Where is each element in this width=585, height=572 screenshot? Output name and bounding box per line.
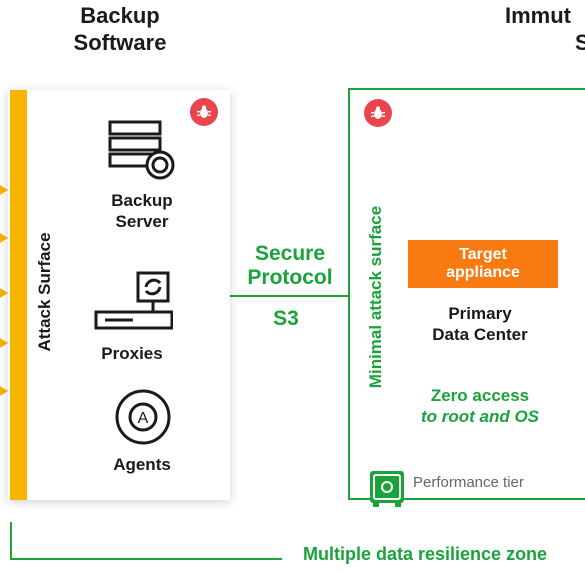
incoming-arrows bbox=[0, 185, 8, 396]
attack-surface-label: Attack Surface bbox=[35, 232, 54, 352]
proxy-icon bbox=[94, 271, 173, 330]
bug-icon bbox=[190, 98, 218, 126]
resilience-zone-label: Multiple data resilience zone bbox=[303, 544, 548, 564]
target-appliance-box: Target appliance bbox=[408, 240, 558, 288]
primary-data-center-label: Primary Data Center bbox=[432, 304, 528, 344]
backup-software-title: Backup Software bbox=[73, 3, 167, 55]
arrow-icon bbox=[0, 233, 8, 243]
arrow-icon bbox=[0, 338, 8, 348]
svg-text:A: A bbox=[138, 410, 149, 427]
zone-bracket bbox=[10, 522, 282, 560]
immutable-storage-title: Immut S bbox=[505, 3, 585, 55]
secure-protocol-label: Secure Protocol bbox=[247, 242, 333, 289]
minimal-attack-surface-label: Minimal attack surface bbox=[366, 205, 385, 389]
s3-label: S3 bbox=[273, 307, 299, 330]
arrow-icon bbox=[0, 386, 8, 396]
performance-tier-label: Performance tier bbox=[413, 474, 524, 491]
agent-icon: A bbox=[115, 389, 171, 445]
immutable-storage-panel bbox=[348, 88, 585, 500]
arrow-icon bbox=[0, 288, 8, 298]
proxies-label: Proxies bbox=[101, 344, 163, 363]
bug-icon bbox=[364, 99, 392, 127]
arrow-icon bbox=[0, 185, 8, 195]
connection-line bbox=[230, 295, 350, 297]
safe-icon bbox=[370, 471, 404, 507]
agents-label: Agents bbox=[113, 455, 171, 474]
backup-server-label: Backup Server bbox=[111, 191, 173, 231]
backup-software-panel bbox=[8, 90, 230, 500]
attack-surface-bar bbox=[10, 90, 27, 500]
zero-access-label: Zero access to root and OS bbox=[420, 386, 540, 426]
server-icon bbox=[108, 120, 175, 180]
